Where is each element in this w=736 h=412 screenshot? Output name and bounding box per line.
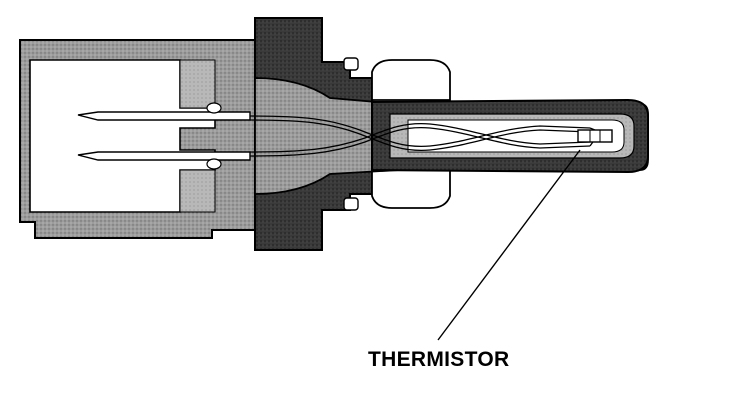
lead-wires xyxy=(249,115,602,157)
thermistor-leader-line xyxy=(437,149,581,341)
thermistor-element xyxy=(577,129,613,143)
seal-ring xyxy=(371,59,451,209)
thermistor-label: THERMISTOR xyxy=(368,348,509,371)
connector-housing xyxy=(19,39,256,239)
